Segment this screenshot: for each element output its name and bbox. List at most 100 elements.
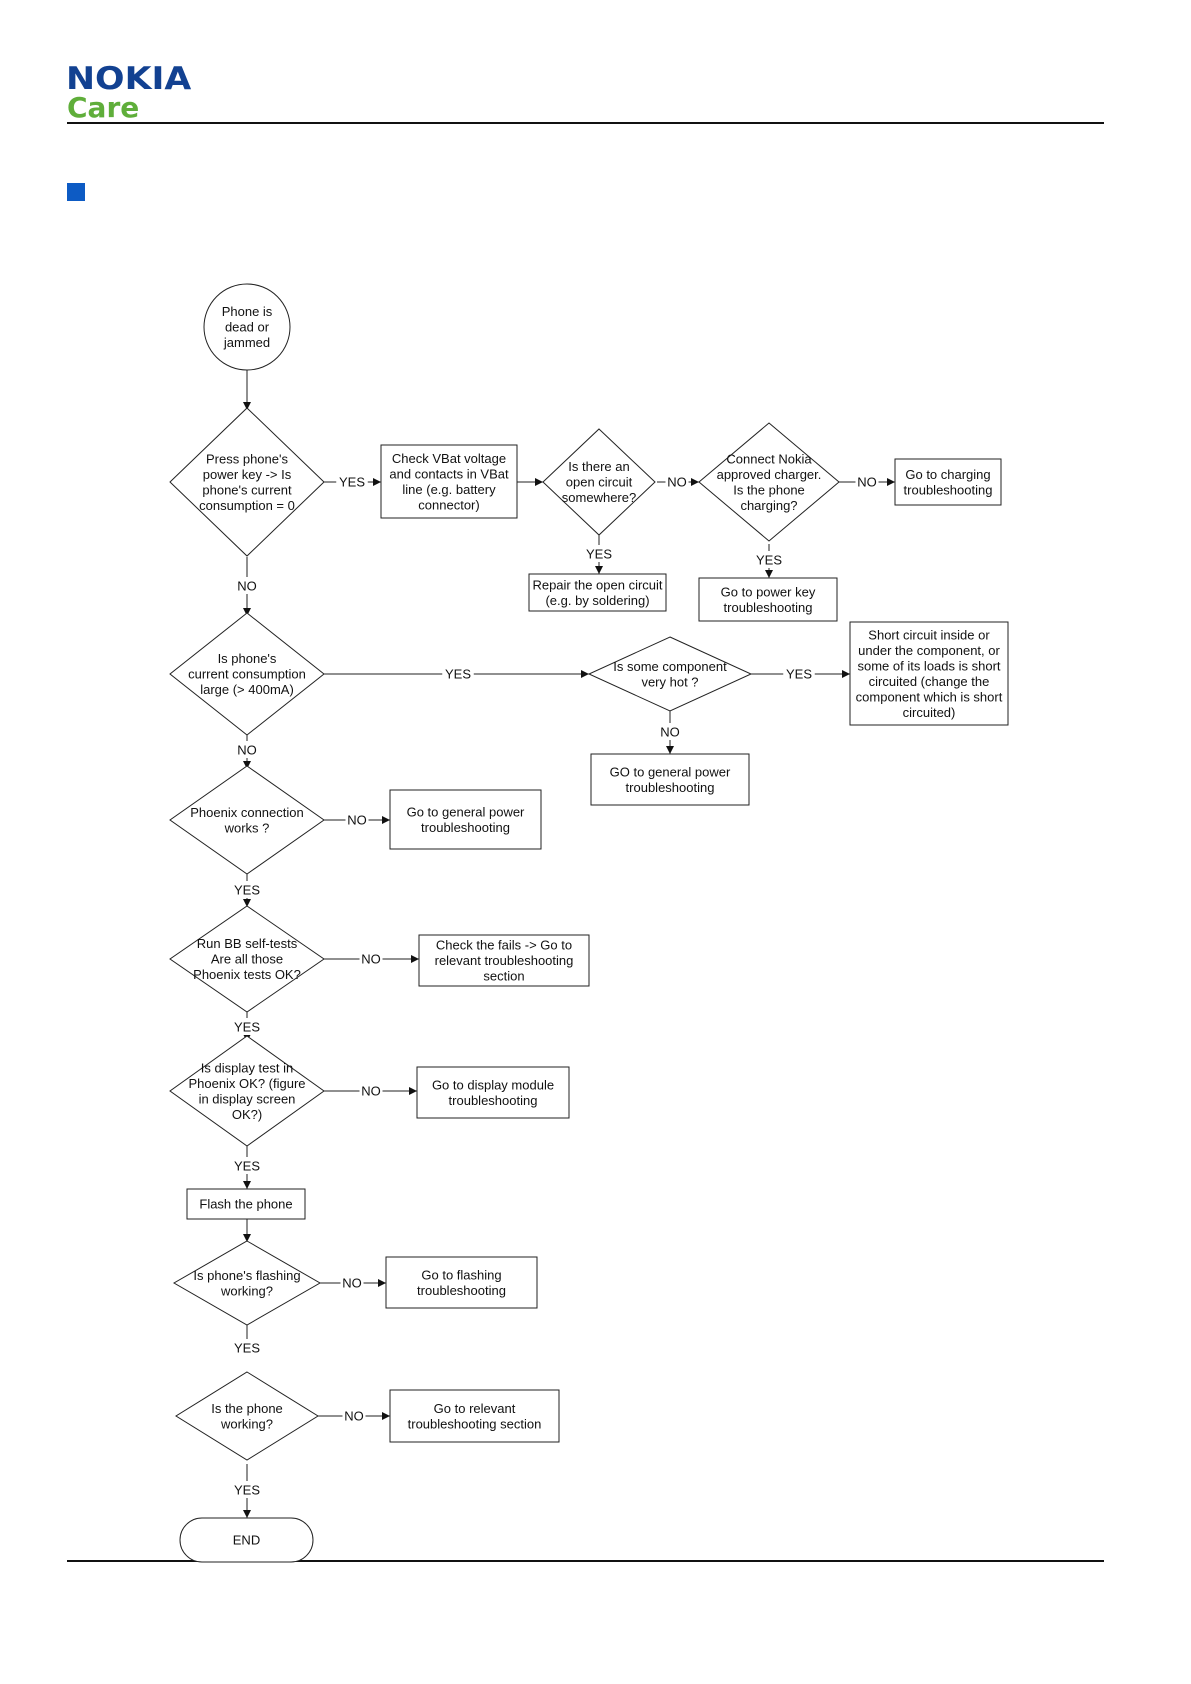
process-box-goto_power_key-text: Go to power key: [721, 584, 816, 599]
decision-diamond-consumption_zero-text: consumption = 0: [199, 498, 295, 513]
decision-diamond-phoenix_connection-text: Phoenix connection: [190, 805, 303, 820]
process-box-check_vbat: [380, 444, 518, 519]
edge-label-no: NO: [361, 1084, 381, 1099]
edge-label-bg: [658, 723, 682, 740]
terminal-stadium-end: [179, 1517, 314, 1563]
edge-label-no: NO: [347, 813, 367, 828]
process-box-repair_open-text: (e.g. by soldering): [545, 593, 649, 608]
decision-diamond-phone_working-text: Is the phone: [211, 1401, 283, 1416]
arrowhead: [382, 816, 390, 824]
edge-label-bg: [231, 1157, 263, 1174]
decision-diamond-bb_selftests-text: Phoenix tests OK?: [193, 967, 301, 982]
edge-label-bg: [855, 473, 879, 490]
process-box-flash_phone-text: Flash the phone: [199, 1197, 292, 1212]
arrowhead: [382, 1412, 390, 1420]
decision-diamond-consumption_zero-text: power key -> Is: [203, 467, 292, 482]
edge-label-yes: YES: [756, 553, 782, 568]
decision-diamond-open_circuit-text: Is there an: [568, 459, 629, 474]
edge-label-bg: [583, 545, 615, 562]
footer-rule: [67, 1560, 1104, 1562]
decision-diamond-large_consumption-text: current consumption: [188, 667, 306, 682]
process-box-short_circuit: [849, 621, 1009, 726]
edge-label-bg: [336, 473, 368, 490]
arrowhead: [243, 1181, 251, 1189]
edge-label-yes: YES: [339, 475, 365, 490]
edge-label-yes: YES: [234, 1483, 260, 1498]
decision-diamond-large_consumption-text: Is phone's: [218, 651, 277, 666]
edge-label-no: NO: [237, 743, 257, 758]
decision-diamond-connect_charger-text: charging?: [740, 498, 797, 513]
edge-label-no: NO: [667, 475, 687, 490]
decision-diamond-display_test-text: Phoenix OK? (figure: [188, 1076, 305, 1091]
arrowhead: [581, 670, 589, 678]
terminal-circle-start-text: jammed: [223, 335, 270, 350]
arrowhead: [243, 402, 251, 410]
terminal-circle-start-text: dead or: [225, 320, 270, 335]
process-box-goto_display-text: troubleshooting: [449, 1093, 538, 1108]
process-box-goto_charging-text: troubleshooting: [904, 482, 993, 497]
terminal-stadium-end-text: END: [233, 1533, 260, 1548]
arrowhead: [765, 570, 773, 578]
decision-diamond-phoenix_connection-text: works ?: [224, 820, 270, 835]
decision-diamond-flashing_working-text: working?: [220, 1283, 273, 1298]
process-box-goto_power_key-text: troubleshooting: [724, 600, 813, 615]
process-box-goto_general_power_1: [590, 753, 750, 806]
process-box-goto_charging-text: Go to charging: [905, 467, 990, 482]
process-box-check_vbat-text: and contacts in VBat: [389, 466, 509, 481]
edge-label-bg: [231, 1339, 263, 1356]
edge-label-yes: YES: [445, 667, 471, 682]
decision-diamond-large_consumption: [169, 612, 325, 736]
header-rule: [67, 122, 1104, 124]
decision-diamond-component_hot-text: Is some component: [613, 659, 727, 674]
process-box-check_vbat-text: connector): [418, 497, 479, 512]
edge-label-yes: YES: [586, 547, 612, 562]
process-box-repair_open: [528, 573, 667, 612]
arrowhead: [243, 608, 251, 616]
arrowhead: [842, 670, 850, 678]
edge-label-yes: YES: [234, 1020, 260, 1035]
process-box-check_vbat-text: Check VBat voltage: [392, 451, 506, 466]
decision-diamond-bb_selftests-text: Are all those: [211, 952, 283, 967]
decision-diamond-connect_charger-text: approved charger.: [717, 467, 822, 482]
edge-label-bg: [665, 473, 689, 490]
process-box-check_fails-text: section: [483, 969, 524, 984]
edge-label-bg: [235, 577, 259, 594]
process-box-goto_flashing: [385, 1256, 538, 1309]
edge-label-bg: [231, 1018, 263, 1035]
arrowhead: [595, 566, 603, 574]
process-box-goto_general_power_2-text: troubleshooting: [421, 820, 510, 835]
logo-brand: NOKIA: [66, 61, 192, 97]
edge-label-bg: [340, 1274, 364, 1291]
edge-label-no: NO: [342, 1276, 362, 1291]
edge-label-bg: [231, 1481, 263, 1498]
process-box-short_circuit-text: circuited (change the: [869, 674, 990, 689]
arrowhead: [535, 478, 543, 486]
edge-label-bg: [359, 1082, 383, 1099]
decision-diamond-consumption_zero-text: phone's current: [202, 482, 292, 497]
terminal-circle-start: [203, 283, 291, 371]
arrowhead: [373, 478, 381, 486]
process-box-goto_general_power_1-text: troubleshooting: [626, 780, 715, 795]
decision-diamond-phone_working: [175, 1371, 319, 1461]
arrowhead: [691, 478, 699, 486]
process-box-short_circuit-text: component which is short: [856, 689, 1003, 704]
edge-label-bg: [342, 1407, 366, 1424]
edge-label-no: NO: [344, 1409, 364, 1424]
process-box-goto_power_key: [698, 577, 838, 622]
decision-diamond-component_hot-text: very hot ?: [641, 674, 698, 689]
decision-diamond-connect_charger-text: Is the phone: [733, 482, 805, 497]
process-box-check_fails-text: relevant troubleshooting: [435, 953, 574, 968]
process-box-flash_phone: [186, 1188, 306, 1220]
decision-diamond-open_circuit-text: open circuit: [566, 475, 633, 490]
process-box-goto_charging: [894, 458, 1002, 506]
arrowhead: [243, 899, 251, 907]
decision-diamond-bb_selftests-text: Run BB self-tests: [197, 936, 298, 951]
process-box-goto_relevant: [389, 1389, 560, 1443]
process-box-goto_relevant-text: Go to relevant: [434, 1401, 516, 1416]
terminal-circle-start-text: Phone is: [222, 304, 273, 319]
arrowhead: [243, 761, 251, 769]
edge-label-bg: [753, 551, 785, 568]
process-box-short_circuit-text: circuited): [903, 705, 956, 720]
decision-diamond-phoenix_connection: [169, 765, 325, 875]
decision-diamond-flashing_working-text: Is phone's flashing: [193, 1268, 300, 1283]
